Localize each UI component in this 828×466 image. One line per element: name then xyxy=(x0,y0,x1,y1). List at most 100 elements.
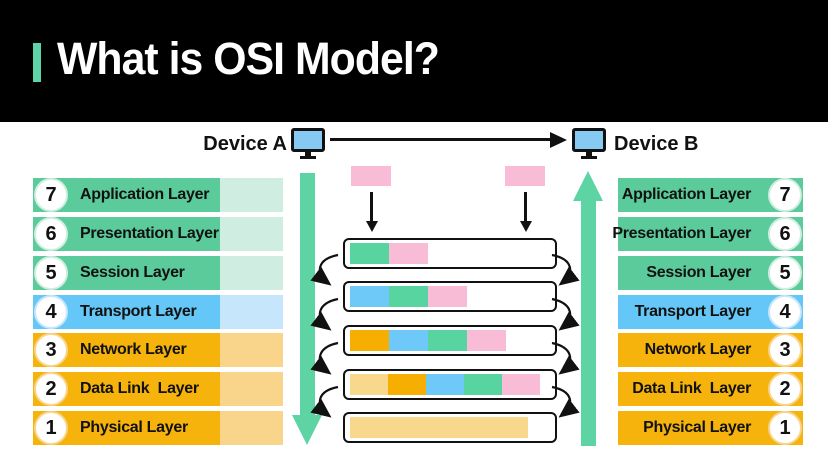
packet-segment-upper-header xyxy=(389,286,428,307)
layer-number: 4 xyxy=(45,300,57,323)
osi-layer-right-4: 4 Transport Layer xyxy=(618,295,803,329)
osi-layer-left-6: 6 Presentation Layer xyxy=(33,217,283,251)
data-down-arrow-left-head xyxy=(365,221,378,232)
layer-number: 7 xyxy=(779,183,791,206)
layer-number-badge: 6 xyxy=(768,217,802,251)
layer-label: Physical Layer xyxy=(643,419,751,436)
osi-layer-left-3: 3 Network Layer xyxy=(33,333,283,367)
layer-number: 4 xyxy=(779,300,791,323)
layer-number-badge: 3 xyxy=(768,333,802,367)
layer-label: Data Link Layer xyxy=(80,380,199,397)
osi-layer-right-5: 5 Session Layer xyxy=(618,256,803,290)
layer-number: 2 xyxy=(779,377,791,400)
osi-layer-left-4: 4 Transport Layer xyxy=(33,295,283,329)
data-down-arrow-left-line xyxy=(370,192,373,223)
arc-left-1 xyxy=(310,253,339,286)
layer-number-badge: 7 xyxy=(34,178,68,212)
transmission-arrow-line xyxy=(330,138,552,141)
send-down-arrow-head xyxy=(292,415,322,445)
layer-label: Application Layer xyxy=(80,186,210,203)
layer-number-badge: 2 xyxy=(768,372,802,406)
packet-segment-network-header xyxy=(350,330,389,351)
layer-number-badge: 1 xyxy=(34,411,68,445)
packet-segment-transport-header xyxy=(426,374,464,395)
packet-segment-network-header xyxy=(388,374,426,395)
packet-segment-upper-header xyxy=(350,243,389,264)
title-accent-bar xyxy=(33,43,41,82)
layer-number-badge: 4 xyxy=(34,295,68,329)
osi-layer-right-2: 2 Data Link Layer xyxy=(618,372,803,406)
layer-number: 7 xyxy=(45,183,57,206)
osi-layer-right-3: 3 Network Layer xyxy=(618,333,803,367)
monitor-base xyxy=(581,156,597,159)
layer-strip xyxy=(220,295,283,329)
packet-segment-data xyxy=(428,286,467,307)
packet-segment-data xyxy=(389,243,428,264)
packet-segment-upper-header xyxy=(428,330,467,351)
send-down-arrow-bar xyxy=(300,173,315,415)
layer-number-badge: 1 xyxy=(768,411,802,445)
layer-strip xyxy=(220,333,283,367)
layer-strip xyxy=(220,178,283,212)
arc-left-3 xyxy=(310,341,339,375)
layer-number: 1 xyxy=(45,416,57,439)
osi-layer-right-6: 6 Presentation Layer xyxy=(612,217,803,251)
osi-layer-left-2: 2 Data Link Layer xyxy=(33,372,283,406)
layer-number: 3 xyxy=(45,338,57,361)
monitor-stand xyxy=(305,150,311,156)
layer-label: Data Link Layer xyxy=(632,380,751,397)
arc-left-4 xyxy=(310,385,339,418)
osi-layer-right-7: 7 Application Layer xyxy=(618,178,803,212)
packet-row-2 xyxy=(343,281,557,312)
monitor-stand xyxy=(586,150,592,156)
monitor-icon-a xyxy=(291,128,325,159)
layer-label: Transport Layer xyxy=(80,303,197,320)
layer-number-badge: 6 xyxy=(34,217,68,251)
device-b-label: Device B xyxy=(614,133,699,155)
packet-segment-transport-header xyxy=(350,286,389,307)
device-a-label: Device A xyxy=(203,133,287,155)
layer-number: 6 xyxy=(45,222,57,245)
layer-number: 3 xyxy=(779,338,791,361)
layer-number-badge: 2 xyxy=(34,372,68,406)
layer-strip xyxy=(220,256,283,290)
packet-segment-bitstream xyxy=(350,417,528,438)
transmission-arrow-head xyxy=(550,131,567,148)
layer-number: 2 xyxy=(45,377,57,400)
packet-segment-transport-header xyxy=(389,330,428,351)
layer-label: Presentation Layer xyxy=(612,225,751,242)
data-down-arrow-right-line xyxy=(524,192,527,223)
monitor-base xyxy=(300,156,316,159)
layer-number-badge: 5 xyxy=(34,256,68,290)
layer-strip xyxy=(220,411,283,445)
osi-layer-left-5: 5 Session Layer xyxy=(33,256,283,290)
header-bar: What is OSI Model? xyxy=(0,0,828,122)
layer-number-badge: 7 xyxy=(768,178,802,212)
packet-segment-data xyxy=(467,330,506,351)
packet-row-3 xyxy=(343,325,557,356)
packet-segment-datalink-header xyxy=(350,374,388,395)
receive-up-arrow-head xyxy=(573,171,603,201)
layer-label: Session Layer xyxy=(80,264,185,281)
layer-strip xyxy=(220,372,283,406)
page-title: What is OSI Model? xyxy=(57,33,440,84)
layer-label: Physical Layer xyxy=(80,419,188,436)
layer-number: 5 xyxy=(779,261,791,284)
osi-layer-left-7: 7 Application Layer xyxy=(33,178,283,212)
data-down-arrow-right-head xyxy=(519,221,532,232)
layer-label: Transport Layer xyxy=(634,303,752,320)
layer-label: Session Layer xyxy=(646,264,751,281)
layer-strip xyxy=(220,217,283,251)
packet-segment-upper-header xyxy=(464,374,502,395)
layer-label: Network Layer xyxy=(80,341,187,358)
layer-number-badge: 4 xyxy=(768,295,802,329)
osi-layer-right-1: 1 Physical Layer xyxy=(618,411,803,445)
layer-number-badge: 5 xyxy=(768,256,802,290)
layer-number: 6 xyxy=(779,222,791,245)
data-block-right xyxy=(505,166,545,186)
layer-number: 5 xyxy=(45,261,57,284)
layer-label: Presentation Layer xyxy=(80,225,219,242)
layer-number-badge: 3 xyxy=(34,333,68,367)
packet-segment-data xyxy=(502,374,540,395)
